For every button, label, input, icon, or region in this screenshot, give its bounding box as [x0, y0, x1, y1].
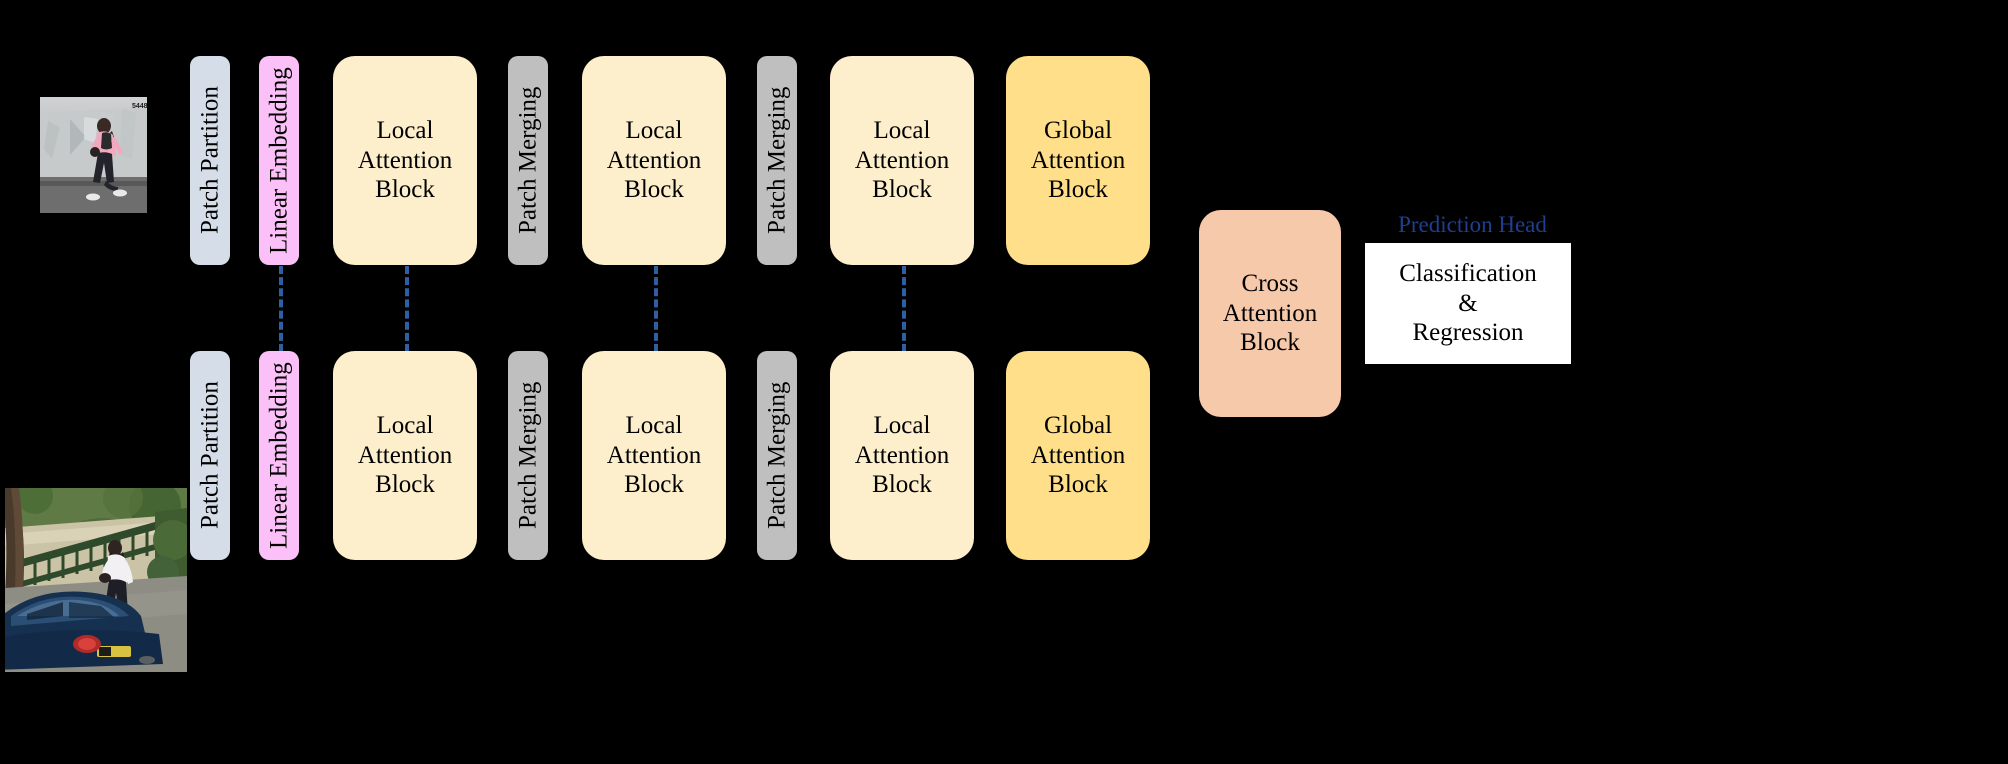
svg-text:5448: 5448	[132, 103, 147, 110]
cross-attention-block[interactable]: Cross Attention Block	[1199, 210, 1341, 417]
top-patch-merging-block-2[interactable]: Patch Merging	[757, 56, 797, 265]
bottom-stream-thumbnail	[5, 488, 187, 672]
top-global-attention-block[interactable]: Global Attention Block	[1006, 56, 1150, 265]
top-stream-thumbnail: 5448	[40, 97, 147, 213]
top-local-attention-block-1[interactable]: Local Attention Block	[333, 56, 477, 265]
top-thumbnail-image: 5448	[40, 97, 147, 213]
bottom-local-attention-block-1[interactable]: Local Attention Block	[333, 351, 477, 560]
bottom-local-attention-block-2[interactable]: Local Attention Block	[582, 351, 726, 560]
top-local-attention-block-3[interactable]: Local Attention Block	[830, 56, 974, 265]
prediction-head-title: Prediction Head	[1398, 212, 1547, 237]
top-linear-embedding-block[interactable]: Linear Embedding	[259, 56, 299, 265]
dashed-link-linear-embedding	[279, 266, 283, 352]
dashed-link-local-attention-3	[902, 266, 906, 352]
bottom-linear-embedding-block[interactable]: Linear Embedding	[259, 351, 299, 560]
top-local-attention-block-2[interactable]: Local Attention Block	[582, 56, 726, 265]
bottom-patch-partition-block[interactable]: Patch Partition	[190, 351, 230, 560]
bottom-global-attention-block[interactable]: Global Attention Block	[1006, 351, 1150, 560]
bottom-local-attention-block-3[interactable]: Local Attention Block	[830, 351, 974, 560]
top-patch-partition-block[interactable]: Patch Partition	[190, 56, 230, 265]
top-patch-merging-block-1[interactable]: Patch Merging	[508, 56, 548, 265]
dashed-link-local-attention-2	[654, 266, 658, 352]
prediction-head-box[interactable]: Classification & Regression	[1365, 243, 1571, 364]
bottom-patch-merging-block-1[interactable]: Patch Merging	[508, 351, 548, 560]
bottom-patch-merging-block-2[interactable]: Patch Merging	[757, 351, 797, 560]
bottom-thumbnail-image	[5, 488, 187, 672]
dashed-link-local-attention-1	[405, 266, 409, 352]
